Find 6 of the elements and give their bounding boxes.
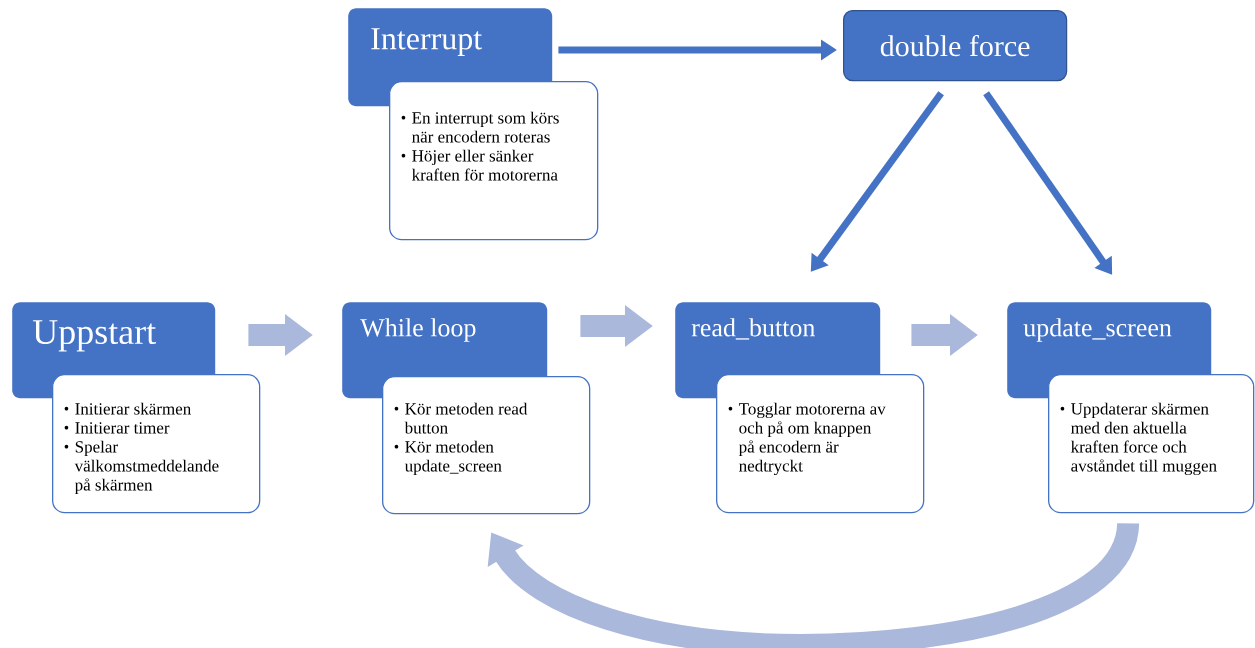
process-box: double force [843,10,1068,82]
content-card: En interrupt som körs när encodern roteras Höjer eller sänker kraften för motorerna [389,81,599,241]
content-card: Uppdaterar skärmen med den aktuella kraften force och avståndet till muggen [1048,374,1255,514]
content-card: Kör metoden read button Kör metoden update_screen [382,376,591,515]
content-card: Initierar skärmen Initierar timer Spelar välkomstmeddelande på skärmen [52,374,261,514]
content-card: Togglar motorerna av och på om knappen på encodern är nedtryckt [716,374,925,514]
